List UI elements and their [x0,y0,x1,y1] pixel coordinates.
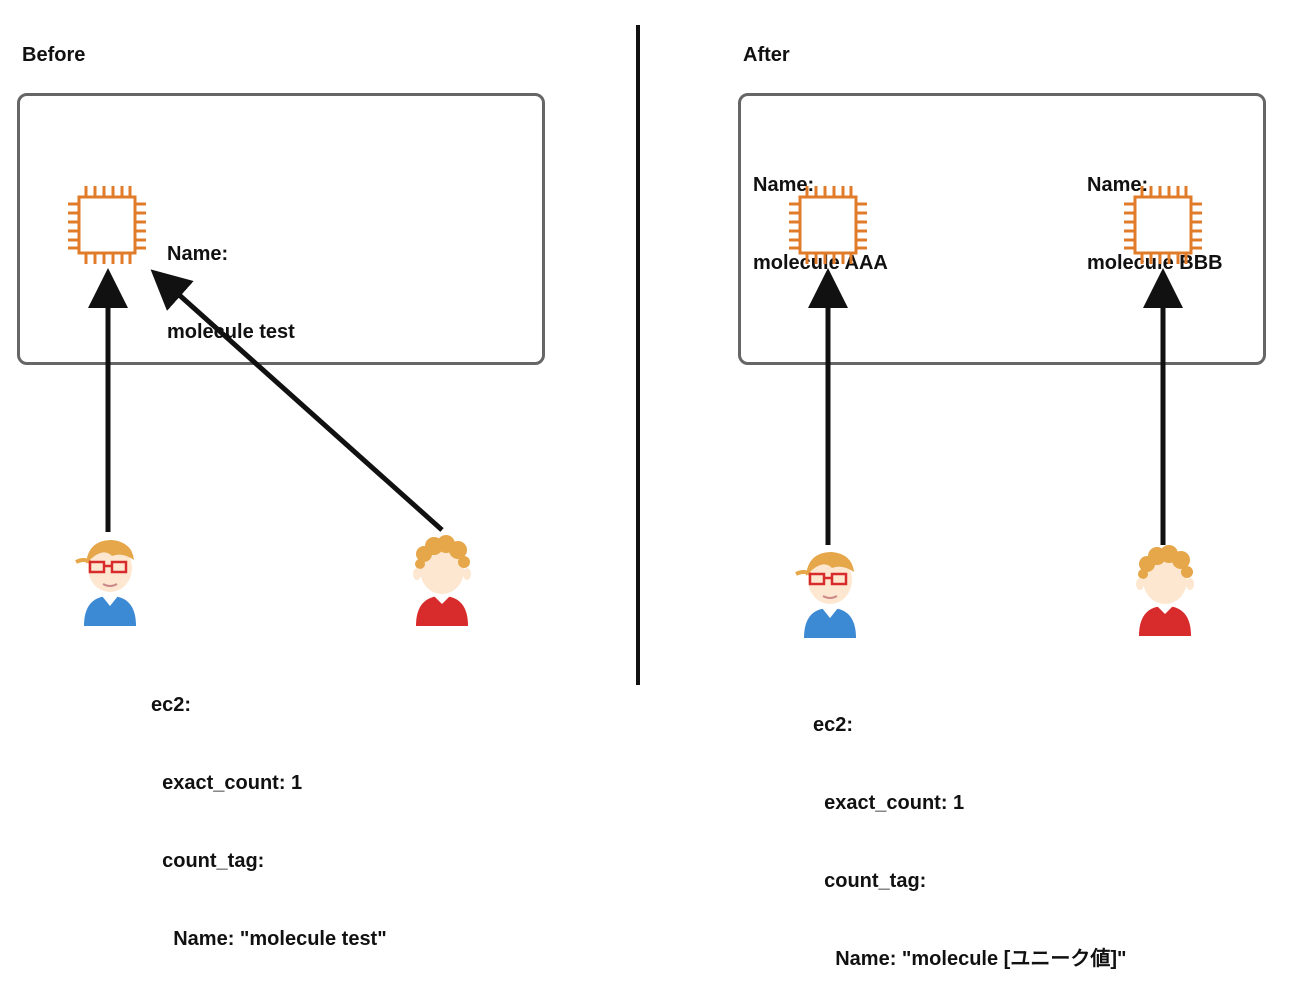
code-line: ec2: [813,714,854,736]
code-line: exact_count: 1 [151,772,303,794]
user-with-glasses-icon [795,552,856,638]
code-line: ec2: [151,694,192,716]
user-red-shirt-icon [413,535,471,626]
arrow-before-user2 [150,269,444,532]
ec2-chip-icon [68,186,146,264]
name-value: molecule test [167,321,295,343]
before-title: Before [22,44,86,66]
ec2-chip-icon [789,186,867,264]
code-line: count_tag: [813,870,927,892]
code-line: count_tag: [151,850,265,872]
code-line: Name: "molecule test" [151,928,387,950]
after-title: After [743,44,790,66]
panel-divider [636,25,640,685]
name-key: Name: [1087,174,1149,196]
user-with-glasses-icon [75,540,136,626]
before-instance-name: Name: molecule test [167,189,295,371]
ec2-chip-icon [1124,186,1202,264]
name-key: Name: [167,243,229,265]
code-line: Name: "molecule [ユニーク値]" [813,948,1127,970]
name-key: Name: [753,174,815,196]
user-red-shirt-icon [1136,545,1194,636]
arrows-layer [88,268,1183,545]
